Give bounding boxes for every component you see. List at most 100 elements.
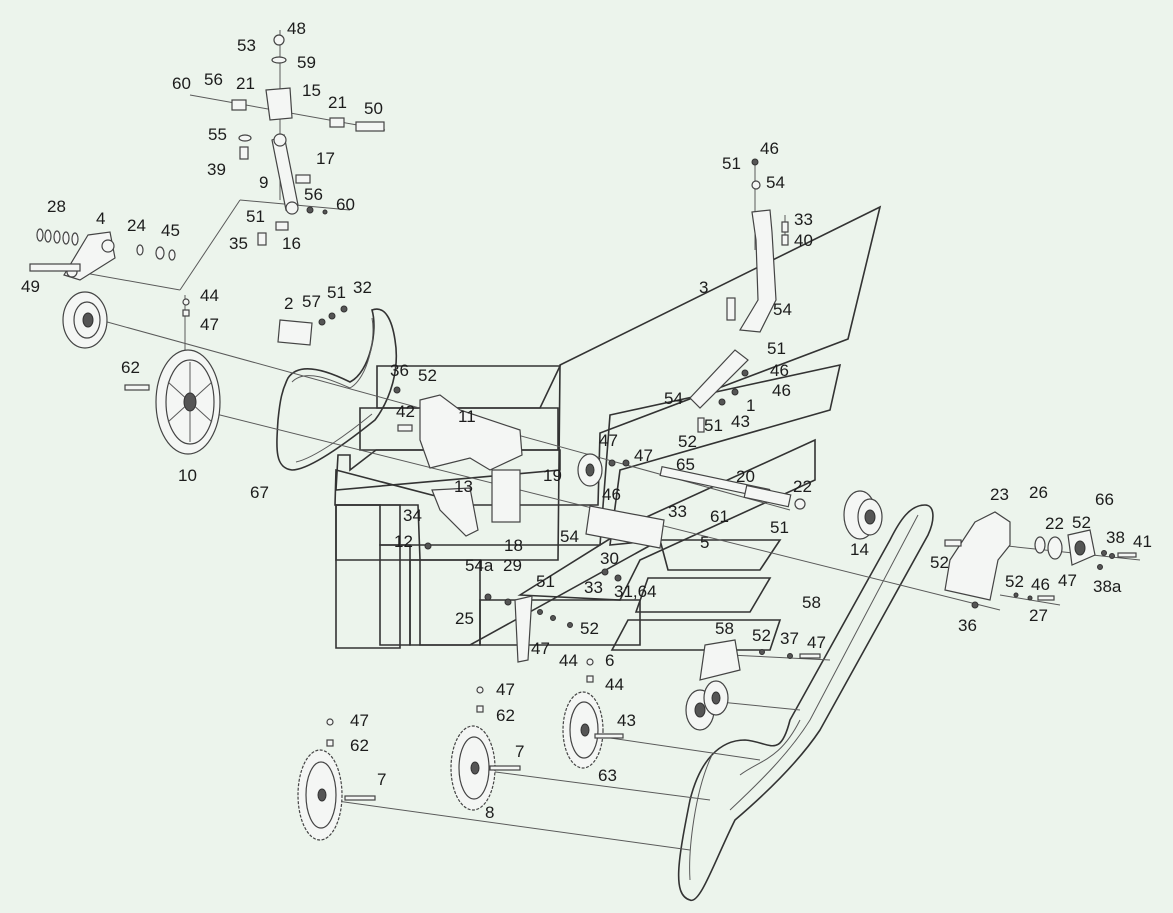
bracket-13 bbox=[424, 469, 521, 550]
callout-66: 22 bbox=[1045, 514, 1064, 533]
callout-31-64: 58 bbox=[802, 593, 821, 612]
callout-54: 33 bbox=[794, 210, 813, 229]
callout-4: 4 bbox=[96, 209, 105, 228]
tensioner-arm-9 bbox=[257, 133, 328, 246]
callout-10: 10 bbox=[178, 466, 197, 485]
callout-39: 39 bbox=[207, 160, 226, 179]
callout-47: 65 bbox=[676, 455, 695, 474]
callout-52: 37 bbox=[780, 629, 799, 648]
callout-45: 45 bbox=[161, 221, 180, 240]
idler-pulley bbox=[62, 291, 108, 349]
callout-21: 21 bbox=[328, 93, 347, 112]
callout-33: 31,64 bbox=[614, 582, 657, 601]
callout-51: 51 bbox=[327, 283, 346, 302]
callout-21: 21 bbox=[236, 74, 255, 93]
callout-51: 51 bbox=[246, 207, 265, 226]
callout-40: 3 bbox=[699, 278, 708, 297]
callout-51: 5 bbox=[700, 533, 709, 552]
callout-46: 46 bbox=[772, 381, 791, 400]
callout-47: 62 bbox=[496, 706, 515, 725]
callout-22: 46 bbox=[602, 485, 621, 504]
callout-46: 46 bbox=[760, 139, 779, 158]
cover-14 bbox=[944, 511, 1011, 609]
callout-35: 35 bbox=[229, 234, 248, 253]
callout-15: 15 bbox=[302, 81, 321, 100]
callout-61: 51 bbox=[770, 518, 789, 537]
callout-60: 60 bbox=[336, 195, 355, 214]
callout-2: 2 bbox=[284, 294, 293, 313]
lever-1 bbox=[689, 349, 749, 433]
callout-59: 59 bbox=[297, 53, 316, 72]
callout-7: 8 bbox=[485, 803, 494, 822]
callout-56: 56 bbox=[304, 185, 323, 204]
callout-52: 52 bbox=[418, 366, 437, 385]
callout-51: 43 bbox=[731, 412, 750, 431]
sprocket-8 bbox=[297, 718, 376, 841]
callout-55: 55 bbox=[208, 125, 227, 144]
callout-46: 36 bbox=[958, 616, 977, 635]
callout-54: 33 bbox=[668, 502, 687, 521]
callout-43: 52 bbox=[678, 432, 697, 451]
callout-36: 36 bbox=[390, 361, 409, 380]
bracket-11 bbox=[393, 386, 523, 471]
plate-18 bbox=[585, 505, 665, 549]
callout-56: 56 bbox=[204, 70, 223, 89]
tensioner-bracket-15 bbox=[231, 34, 385, 160]
callout-6: 58 bbox=[715, 619, 734, 638]
drive-chain bbox=[677, 504, 934, 901]
callout-1: 54 bbox=[664, 389, 683, 408]
callout-16: 16 bbox=[282, 234, 301, 253]
callout-46: 13 bbox=[454, 477, 473, 496]
callout-54: 51 bbox=[704, 416, 723, 435]
sprocket-assembly-6 bbox=[685, 639, 821, 731]
callout-48: 48 bbox=[287, 19, 306, 38]
callout-41: 52 bbox=[930, 553, 949, 572]
part-callouts: 48 53 59 60 56 21 15 21 50 55 39 17 9 56… bbox=[21, 19, 1152, 822]
callout-44: 6 bbox=[605, 651, 614, 670]
callout-27: 25 bbox=[455, 609, 474, 628]
callout-52: 47 bbox=[1058, 571, 1077, 590]
bracket-29 bbox=[484, 568, 622, 663]
callout-47: 62 bbox=[350, 736, 369, 755]
callout-38: 41 bbox=[1133, 532, 1152, 551]
callout-53: 53 bbox=[237, 36, 256, 55]
callout-54: 51 bbox=[767, 339, 786, 358]
shaft-19 bbox=[659, 465, 806, 510]
callout-43: 47 bbox=[350, 711, 369, 730]
callout-57: 57 bbox=[302, 292, 321, 311]
callout-67: 67 bbox=[250, 483, 269, 502]
callout-34: 12 bbox=[394, 532, 413, 551]
idler-assembly-4 bbox=[29, 228, 176, 281]
callout-44: 47 bbox=[496, 680, 515, 699]
belt-plate-2 bbox=[182, 298, 348, 346]
callout-12: 18 bbox=[504, 536, 523, 555]
callout-47: 44 bbox=[559, 651, 578, 670]
callout-62: 62 bbox=[121, 358, 140, 377]
callout-51: 46 bbox=[770, 361, 789, 380]
callout-23: 26 bbox=[1029, 483, 1048, 502]
callout-18: 54 bbox=[560, 527, 579, 546]
callout-47: 47 bbox=[634, 446, 653, 465]
callout-52: 47 bbox=[531, 639, 550, 658]
callout-33: 40 bbox=[794, 231, 813, 250]
arm-3 bbox=[726, 158, 789, 333]
callout-13: 34 bbox=[403, 506, 422, 525]
callout-54a: 29 bbox=[503, 556, 522, 575]
callout-54: 54 bbox=[766, 173, 785, 192]
callout-62: 7 bbox=[515, 742, 524, 761]
callout-33: 61 bbox=[710, 507, 729, 526]
callout-36: 27 bbox=[1029, 606, 1048, 625]
callout-24: 24 bbox=[127, 216, 146, 235]
callout-30: 33 bbox=[584, 578, 603, 597]
callout-47: 47 bbox=[200, 315, 219, 334]
callout-9: 9 bbox=[259, 173, 268, 192]
callout-52: 47 bbox=[599, 431, 618, 450]
callout-29: 51 bbox=[536, 572, 555, 591]
callout-49: 49 bbox=[21, 277, 40, 296]
callout-11: 11 bbox=[458, 407, 476, 426]
callout-17: 17 bbox=[316, 149, 335, 168]
callout-42: 42 bbox=[396, 402, 415, 421]
callout-58: 52 bbox=[1005, 572, 1024, 591]
bearing-65 bbox=[577, 453, 630, 487]
